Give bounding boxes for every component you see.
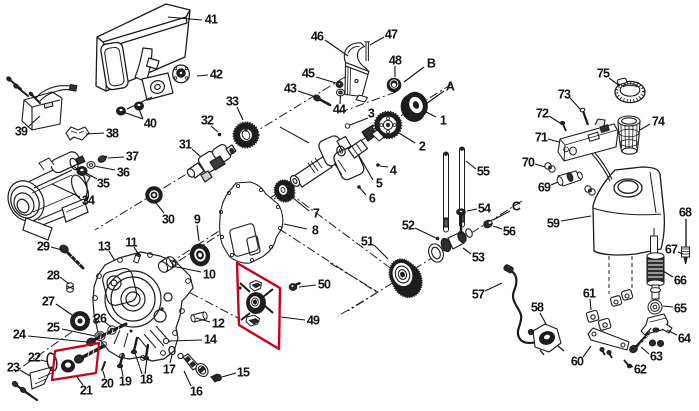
svg-text:10: 10 <box>203 268 216 282</box>
svg-text:50: 50 <box>318 278 331 292</box>
svg-text:35: 35 <box>97 177 110 191</box>
svg-text:28: 28 <box>47 269 60 283</box>
svg-text:32: 32 <box>201 114 214 128</box>
svg-text:21: 21 <box>80 384 93 398</box>
svg-text:22: 22 <box>28 351 41 365</box>
svg-text:C: C <box>512 200 521 214</box>
svg-text:27: 27 <box>42 295 55 309</box>
svg-text:9: 9 <box>194 213 201 227</box>
svg-text:1: 1 <box>440 114 447 128</box>
svg-text:75: 75 <box>597 67 610 81</box>
svg-text:43: 43 <box>284 82 297 96</box>
svg-text:B: B <box>427 57 436 71</box>
svg-text:70: 70 <box>522 156 535 170</box>
svg-text:36: 36 <box>117 166 130 180</box>
svg-text:34: 34 <box>82 194 95 208</box>
svg-text:31: 31 <box>179 138 192 152</box>
svg-text:15: 15 <box>237 366 250 380</box>
svg-text:26: 26 <box>94 312 107 326</box>
svg-text:47: 47 <box>385 28 398 42</box>
svg-text:45: 45 <box>302 67 315 81</box>
svg-text:66: 66 <box>674 274 687 288</box>
svg-text:68: 68 <box>679 206 692 220</box>
svg-text:3: 3 <box>368 107 375 121</box>
svg-text:17: 17 <box>163 363 176 377</box>
svg-text:48: 48 <box>389 54 402 68</box>
svg-text:7: 7 <box>313 207 320 221</box>
svg-text:14: 14 <box>204 333 217 347</box>
svg-text:25: 25 <box>47 321 60 335</box>
svg-text:54: 54 <box>478 202 491 216</box>
svg-text:24: 24 <box>13 328 26 342</box>
svg-text:52: 52 <box>402 219 415 233</box>
svg-text:12: 12 <box>212 317 225 331</box>
svg-text:41: 41 <box>205 13 218 27</box>
svg-text:55: 55 <box>477 165 490 179</box>
svg-text:20: 20 <box>101 377 114 391</box>
svg-text:60: 60 <box>571 355 584 369</box>
svg-text:13: 13 <box>98 240 111 254</box>
svg-text:74: 74 <box>652 115 665 129</box>
svg-text:16: 16 <box>190 385 203 399</box>
svg-text:11: 11 <box>125 236 137 250</box>
svg-text:30: 30 <box>162 213 175 227</box>
svg-text:67: 67 <box>665 243 678 257</box>
svg-text:42: 42 <box>210 68 223 82</box>
svg-text:2: 2 <box>419 140 426 154</box>
svg-text:18: 18 <box>140 373 153 387</box>
svg-text:5: 5 <box>376 177 383 191</box>
svg-text:46: 46 <box>311 30 324 44</box>
svg-text:56: 56 <box>503 225 516 239</box>
svg-text:39: 39 <box>15 125 28 139</box>
svg-text:57: 57 <box>472 288 485 302</box>
svg-text:4: 4 <box>390 164 397 178</box>
svg-text:61: 61 <box>583 287 596 301</box>
svg-text:65: 65 <box>674 302 687 316</box>
svg-text:40: 40 <box>144 117 157 131</box>
svg-text:72: 72 <box>536 107 549 121</box>
svg-text:51: 51 <box>361 235 374 249</box>
svg-text:69: 69 <box>538 181 551 195</box>
svg-text:71: 71 <box>535 131 548 145</box>
svg-text:58: 58 <box>531 301 544 315</box>
svg-text:62: 62 <box>634 363 647 377</box>
svg-text:29: 29 <box>37 240 50 254</box>
svg-text:44: 44 <box>333 103 346 117</box>
svg-text:59: 59 <box>547 217 560 231</box>
svg-text:37: 37 <box>126 150 139 164</box>
svg-text:6: 6 <box>369 192 376 206</box>
svg-text:73: 73 <box>558 88 571 102</box>
svg-text:38: 38 <box>106 127 119 141</box>
svg-text:8: 8 <box>312 224 319 238</box>
svg-text:23: 23 <box>7 361 20 375</box>
svg-text:64: 64 <box>678 332 691 346</box>
svg-text:A: A <box>446 80 455 94</box>
svg-text:63: 63 <box>650 350 663 364</box>
svg-text:33: 33 <box>226 95 239 109</box>
svg-text:19: 19 <box>119 375 132 389</box>
svg-text:53: 53 <box>472 251 485 265</box>
svg-text:49: 49 <box>307 314 320 328</box>
